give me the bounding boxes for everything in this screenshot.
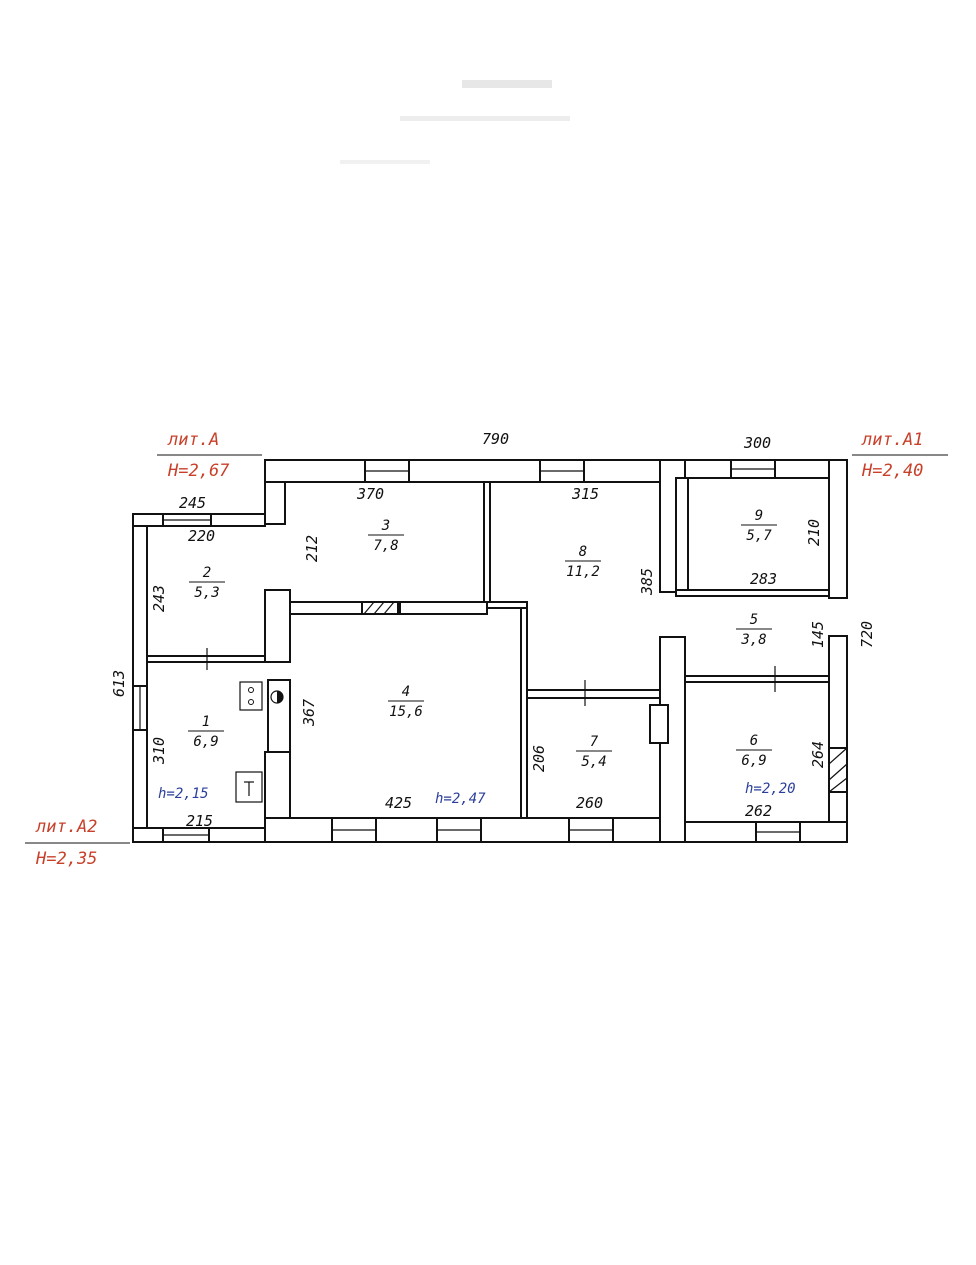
room-number: 4 <box>402 684 410 700</box>
dim-a2-bottom: 215 <box>186 812 213 830</box>
room-number: 1 <box>202 714 210 730</box>
room-4: 415,6 <box>388 684 424 720</box>
faded-header-marks <box>340 80 570 164</box>
dim-a2-top-outer: 245 <box>179 494 206 512</box>
room-6: 66,9 <box>736 733 772 769</box>
dim-a1-height: 720 <box>858 621 876 648</box>
room-number: 3 <box>381 518 390 534</box>
lit-a1-height: Н=2,40 <box>861 461 923 481</box>
height-labels: h=2,15 h=2,47 h=2,20 <box>158 781 796 807</box>
dim-overall-top: 790 <box>482 430 509 448</box>
dim-room4-width: 425 <box>385 794 412 812</box>
wall-a2-left <box>132 513 148 843</box>
room-number: 8 <box>579 544 587 560</box>
height-a: h=2,47 <box>435 791 486 807</box>
sink-icon <box>235 771 263 803</box>
door-marks <box>206 648 776 706</box>
dim-room3-width: 370 <box>356 485 384 503</box>
dimension-labels: 790 300 245 220 370 315 283 425 260 262 … <box>110 430 876 830</box>
room-area: 5,4 <box>581 754 606 770</box>
windows <box>132 459 801 843</box>
dim-room3-height: 212 <box>303 535 321 562</box>
lit-a-height: Н=2,67 <box>167 461 230 481</box>
wall-a-top <box>264 459 686 483</box>
room-area: 7,8 <box>373 538 398 554</box>
room-number: 5 <box>750 612 758 628</box>
room-3: 37,8 <box>368 518 404 554</box>
room-area: 5,7 <box>746 528 772 544</box>
dim-room7-height: 206 <box>530 745 548 772</box>
lit-a1-label: лит.А1 <box>861 430 923 450</box>
dim-a1-top: 300 <box>743 434 771 452</box>
fixtures <box>235 681 284 803</box>
room-area: 15,6 <box>389 704 423 720</box>
room-area: 6,9 <box>741 753 766 769</box>
room-area: 3,8 <box>740 632 766 648</box>
room-9: 95,7 <box>741 508 777 544</box>
wall-a1-right-bottom <box>828 635 848 843</box>
dim-room2-height: 243 <box>150 585 168 612</box>
dim-room6-width: 262 <box>745 802 772 820</box>
dim-room6-height: 264 <box>809 741 827 768</box>
dim-room5-width: 283 <box>750 570 777 588</box>
hatched-openings <box>361 601 848 793</box>
dim-room1-height: 310 <box>150 737 168 765</box>
dim-room4-height: 367 <box>300 699 318 727</box>
partitions <box>146 481 830 819</box>
lit-a-label: лит.А <box>167 430 219 450</box>
dim-room7-width: 260 <box>576 794 603 812</box>
wall-a1-left <box>675 477 689 591</box>
height-a1: h=2,20 <box>745 781 796 797</box>
room-area: 5,3 <box>194 585 219 601</box>
room-8: 811,2 <box>565 544 601 580</box>
lit-labels: лит.А Н=2,67 лит.А1 Н=2,40 лит.А2 Н=2,35 <box>25 430 948 869</box>
room-2: 25,3 <box>189 565 225 601</box>
room-number: 2 <box>203 565 211 581</box>
room-number: 9 <box>755 508 763 524</box>
dim-room8-width: 315 <box>571 485 599 503</box>
dim-room5-height: 145 <box>809 621 827 648</box>
room-7: 75,4 <box>576 734 612 770</box>
room-number: 7 <box>590 734 599 750</box>
room-area: 6,9 <box>193 734 218 750</box>
wall-a1-right-top <box>828 459 848 599</box>
lit-a2-height: Н=2,35 <box>35 849 97 869</box>
room-5: 53,8 <box>736 612 772 648</box>
dim-a2-height: 613 <box>110 670 128 697</box>
lit-a2-label: лит.А2 <box>35 817 97 837</box>
wall-a-left-mid <box>264 589 291 663</box>
height-a2: h=2,15 <box>158 786 209 802</box>
room-area: 11,2 <box>566 564 600 580</box>
room-1: 16,9 <box>188 714 224 750</box>
stove-icon <box>239 681 263 711</box>
dim-room9-height: 210 <box>805 519 823 546</box>
dim-room8-height: 385 <box>638 568 656 596</box>
dim-a2-top-inner: 220 <box>188 527 215 545</box>
room-number: 6 <box>750 733 758 749</box>
